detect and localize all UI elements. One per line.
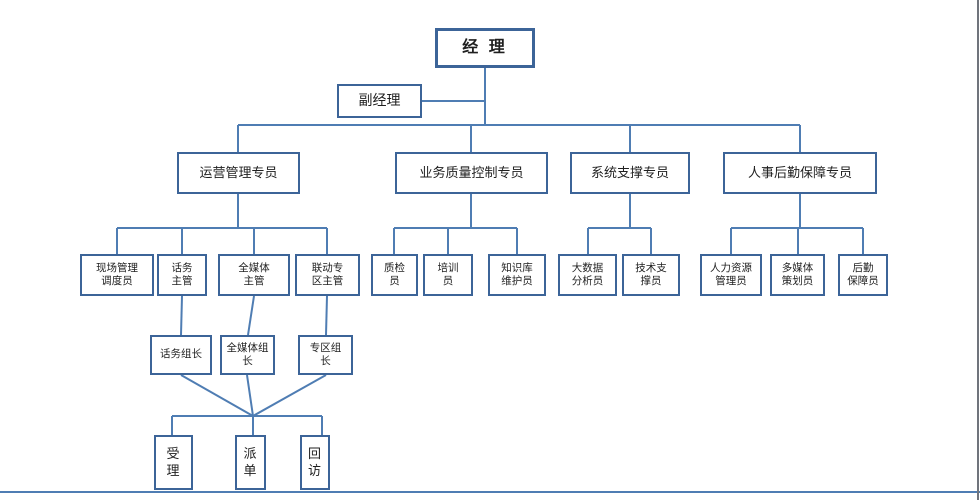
org-node-callback[interactable]: 回 访 — [300, 435, 330, 490]
org-node-bigdata-analyst[interactable]: 大数据 分析员 — [558, 254, 617, 296]
org-node-media-supervisor[interactable]: 全媒体 主管 — [218, 254, 290, 296]
org-node-manager[interactable]: 经 理 — [435, 28, 535, 68]
org-node-linkage-supervisor[interactable]: 联动专 区主管 — [295, 254, 360, 296]
org-node-logistics-support[interactable]: 后勤 保障员 — [838, 254, 888, 296]
org-node-site-dispatcher[interactable]: 现场管理 调度员 — [80, 254, 154, 296]
org-node-media-leader[interactable]: 全媒体组 长 — [220, 335, 275, 375]
org-node-dispatch[interactable]: 派 单 — [235, 435, 266, 490]
org-node-telephone-supervisor[interactable]: 话务 主管 — [157, 254, 207, 296]
org-node-tech-support[interactable]: 技术支 撑员 — [622, 254, 680, 296]
connector-line — [180, 295, 183, 336]
org-node-deputy-manager[interactable]: 副经理 — [337, 84, 422, 118]
connector-line — [325, 295, 328, 336]
connector-line — [247, 295, 255, 336]
org-node-hr-logistics-specialist[interactable]: 人事后勤保障专员 — [723, 152, 877, 194]
org-node-ops-specialist[interactable]: 运营管理专员 — [177, 152, 300, 194]
page-right-edge — [977, 0, 979, 500]
connector-line — [246, 374, 254, 417]
org-node-qc-staff[interactable]: 质检 员 — [371, 254, 418, 296]
org-node-hr-admin[interactable]: 人力资源 管理员 — [700, 254, 762, 296]
org-node-zone-leader[interactable]: 专区组 长 — [298, 335, 353, 375]
org-node-quality-specialist[interactable]: 业务质量控制专员 — [395, 152, 548, 194]
org-node-accept[interactable]: 受 理 — [154, 435, 193, 490]
connector-line — [180, 374, 254, 417]
org-node-telephone-leader[interactable]: 话务组长 — [150, 335, 212, 375]
org-node-system-specialist[interactable]: 系统支撑专员 — [570, 152, 690, 194]
org-node-trainer[interactable]: 培训 员 — [423, 254, 473, 296]
org-node-knowledge-maintainer[interactable]: 知识库 维护员 — [488, 254, 546, 296]
org-node-multimedia-planner[interactable]: 多媒体 策划员 — [770, 254, 825, 296]
connector-line — [252, 374, 327, 417]
